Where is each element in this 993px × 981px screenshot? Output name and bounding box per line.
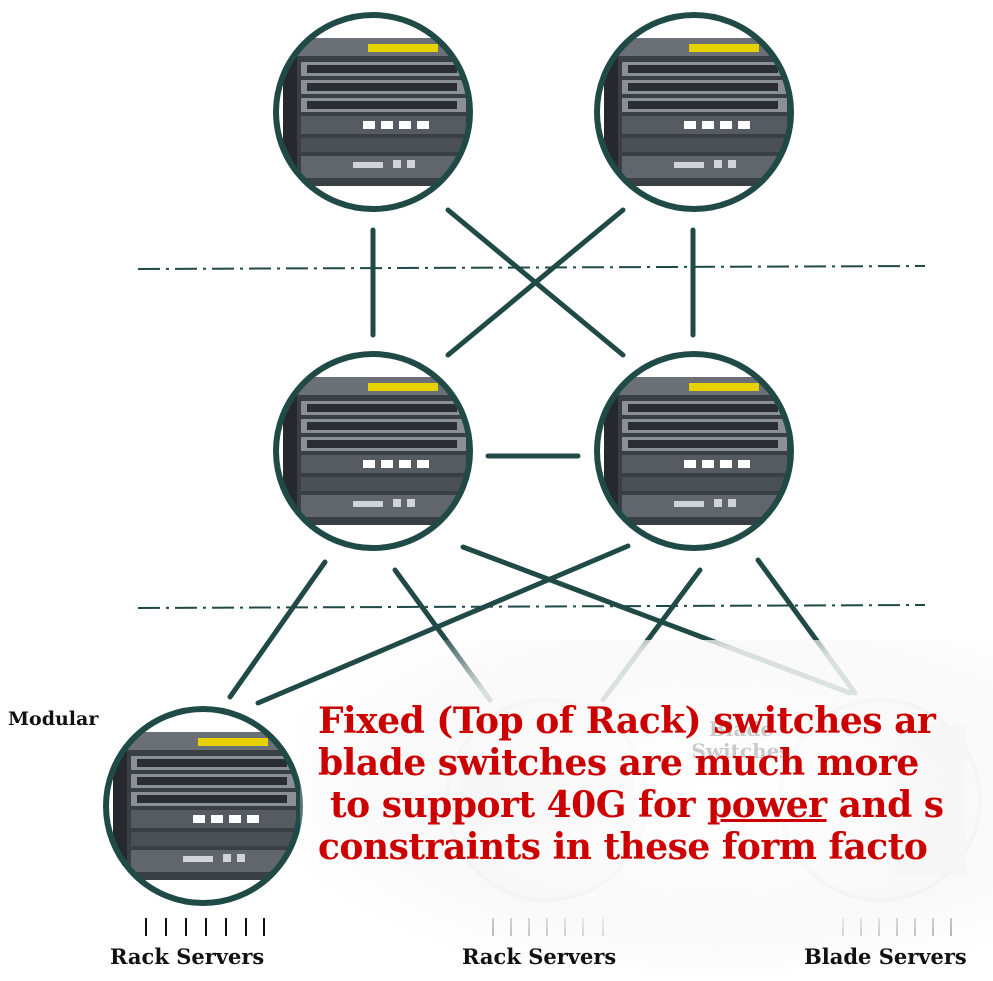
- modular-label: Modular: [8, 708, 99, 730]
- ghost-blade-switches-label: Blade Switches: [691, 717, 791, 763]
- callout-text: Fixed (Top of Rack) switches ar blade sw…: [318, 700, 993, 868]
- rack-server-ticks-middle: [492, 918, 604, 936]
- blade-servers-label: Blade Servers: [804, 944, 967, 969]
- callout-line-3-start: to support 40G for: [318, 784, 708, 826]
- aggregation-switch-right: [594, 351, 794, 551]
- callout-line-3: to support 40G for power and s: [318, 784, 993, 826]
- access-switch-modular: [103, 706, 303, 906]
- callout-emphasis-power: power: [707, 784, 827, 826]
- callout-line-4: constraints in these form facto: [318, 826, 928, 868]
- link-agg-right-to-modular: [255, 543, 631, 706]
- callout-line-3-end: and s: [826, 784, 944, 826]
- rack-servers-label-middle: Rack Servers: [462, 944, 617, 969]
- rack-servers-label-left: Rack Servers: [110, 944, 265, 969]
- aggregation-switch-left: [273, 351, 473, 551]
- callout-line-2: blade switches are much more: [318, 742, 919, 784]
- core-switch-right: [594, 12, 794, 212]
- link-agg-right-to-rack: [600, 567, 703, 703]
- link-agg-left-to-rack: [392, 567, 493, 703]
- link-agg-right-to-blade: [755, 557, 858, 696]
- rack-server-ticks-left: [145, 918, 265, 936]
- tier-divider-lower: [137, 604, 926, 609]
- callout-line-1: Fixed (Top of Rack) switches ar: [318, 700, 936, 742]
- link-agg-left-to-modular: [227, 559, 328, 700]
- core-switch-left: [273, 12, 473, 212]
- tier-divider-upper: [137, 265, 926, 270]
- blade-server-ticks: [842, 918, 952, 936]
- link-agg-left-to-blade: [460, 544, 853, 696]
- link-core-right-to-agg-left: [445, 207, 626, 358]
